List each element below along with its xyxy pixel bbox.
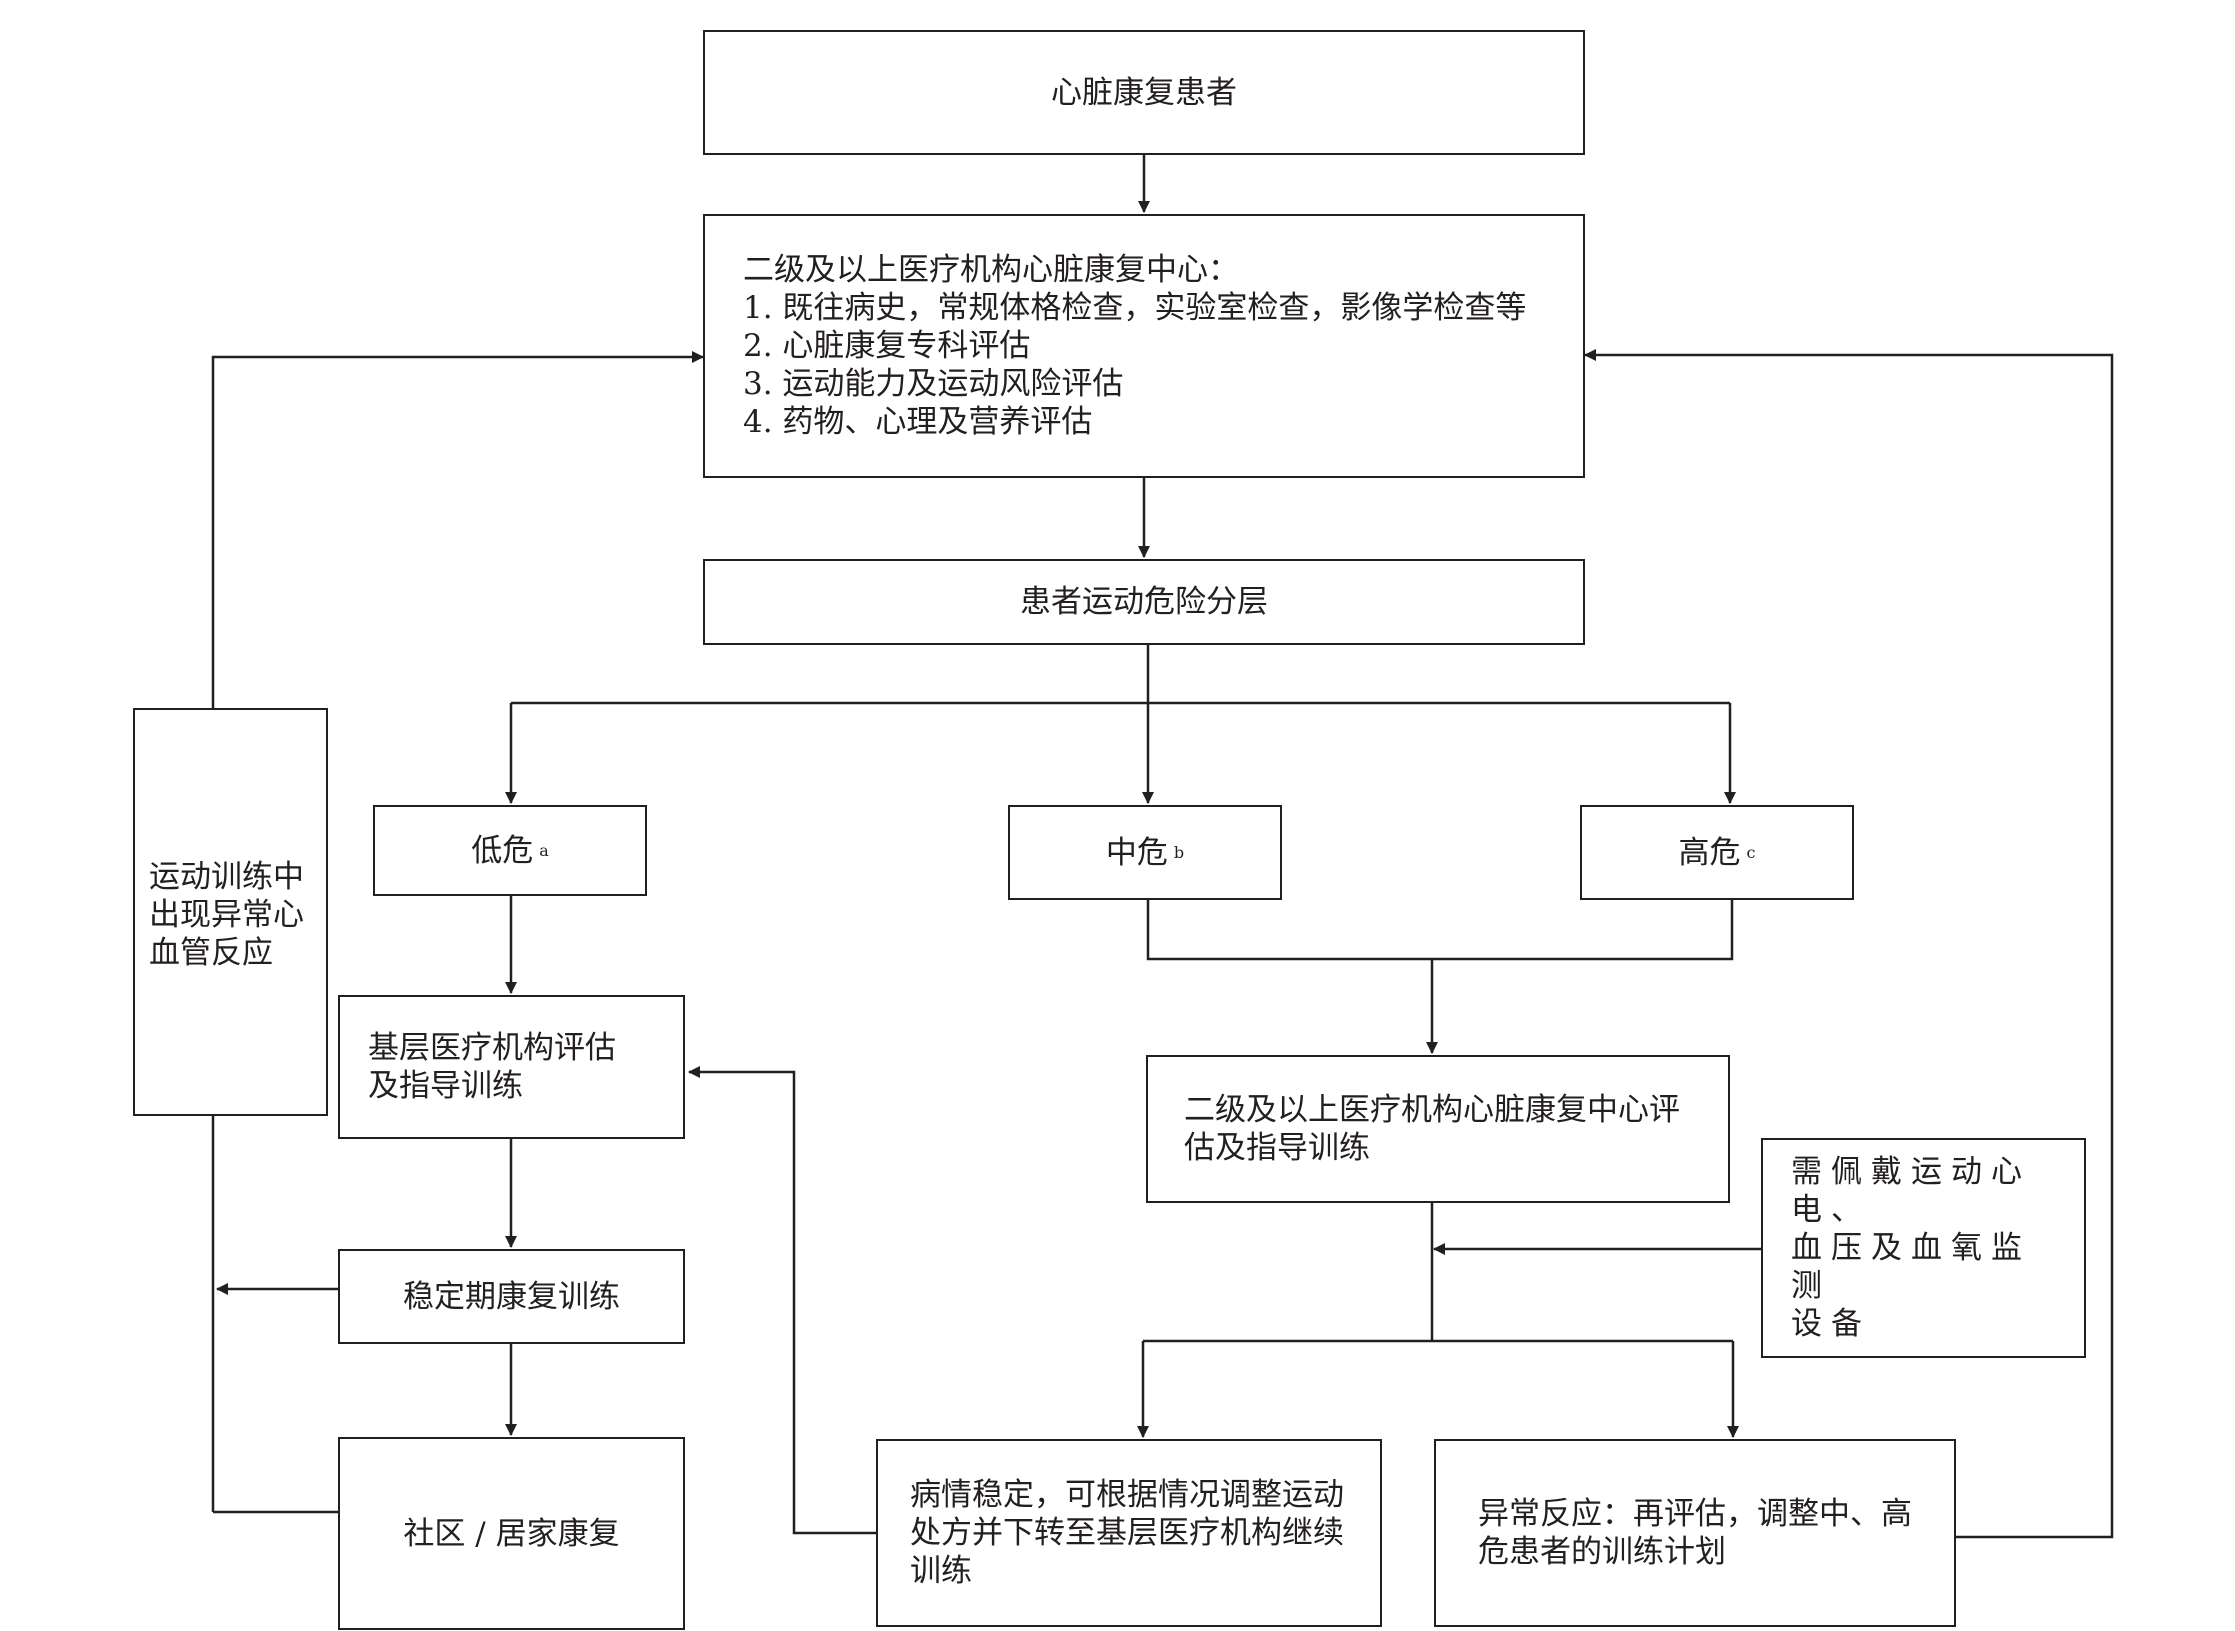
patient-box: 心脏康复患者 <box>703 30 1585 155</box>
risk-low-label: 低危 <box>471 832 534 869</box>
arrow-referral-to-primary <box>688 1066 876 1535</box>
center-assessment-item: 1. 既往病史，常规体格检查，实验室检查，影像学检查等 <box>743 290 1527 326</box>
stable-training-box: 稳定期康复训练 <box>338 1249 685 1344</box>
arrow-reassess-to-assessment <box>1584 349 2114 1539</box>
abnormal-in-training-label: 运动训练中 出现异常心 血管反应 <box>149 859 304 971</box>
risk-stratification-box: 患者运动危险分层 <box>703 559 1585 645</box>
center-assessment-item: 2. 心脏康复专科评估 <box>743 328 1031 364</box>
monitoring-label: 需佩戴运动心电、 血压及血氧监测 设备 <box>1791 1154 2031 1342</box>
center-assessment-box: 二级及以上医疗机构心脏康复中心： 1. 既往病史，常规体格检查，实验室检查，影像… <box>703 214 1585 478</box>
abnormal-reassess-box: 异常反应：再评估，调整中、高 危患者的训练计划 <box>1434 1439 1956 1627</box>
risk-high-label: 高危 <box>1678 834 1741 871</box>
primary-care-box: 基层医疗机构评估 及指导训练 <box>338 995 685 1139</box>
patient-label: 心脏康复患者 <box>1051 74 1237 111</box>
arrow-abnormal-to-assessment <box>211 351 704 708</box>
stable-referral-label: 病情稳定，可根据情况调整运动 处方并下转至基层医疗机构继续 训练 <box>910 1477 1344 1589</box>
primary-care-label: 基层医疗机构评估 及指导训练 <box>368 1030 616 1104</box>
center-guidance-label: 二级及以上医疗机构心脏康复中心评 估及指导训练 <box>1184 1092 1680 1166</box>
center-assessment-heading: 二级及以上医疗机构心脏康复中心： <box>743 252 1239 288</box>
abnormal-in-training-box: 运动训练中 出现异常心 血管反应 <box>133 708 328 1116</box>
community-label: 社区 / 居家康复 <box>403 1515 620 1552</box>
center-assessment-item: 4. 药物、心理及营养评估 <box>743 404 1093 440</box>
monitoring-box: 需佩戴运动心电、 血压及血氧监测 设备 <box>1761 1138 2086 1358</box>
abnormal-reassess-label: 异常反应：再评估，调整中、高 危患者的训练计划 <box>1478 1496 1912 1570</box>
risk-mid-label: 中危 <box>1105 834 1168 871</box>
center-guidance-box: 二级及以上医疗机构心脏康复中心评 估及指导训练 <box>1146 1055 1730 1203</box>
community-box: 社区 / 居家康复 <box>338 1437 685 1630</box>
stable-referral-box: 病情稳定，可根据情况调整运动 处方并下转至基层医疗机构继续 训练 <box>876 1439 1382 1627</box>
line-mid-high-merge <box>1146 900 1734 961</box>
center-assessment-item: 3. 运动能力及运动风险评估 <box>743 366 1124 402</box>
risk-stratification-label: 患者运动危险分层 <box>1020 584 1268 620</box>
stable-training-label: 稳定期康复训练 <box>403 1278 620 1315</box>
